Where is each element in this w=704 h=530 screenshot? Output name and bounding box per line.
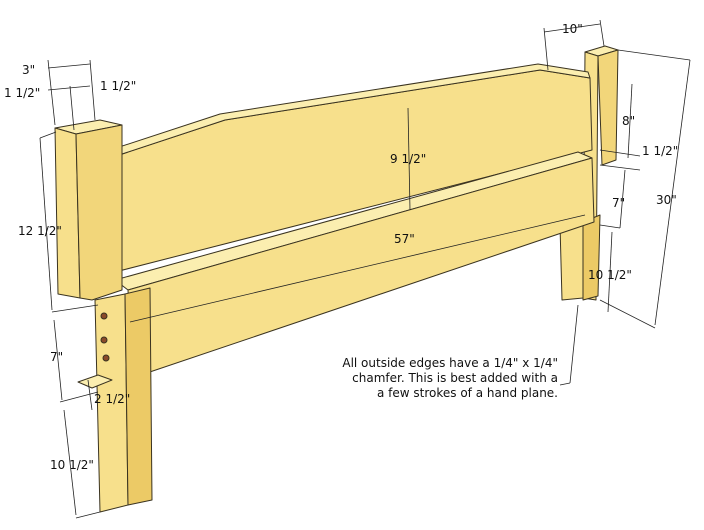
left-post — [54, 119, 153, 513]
dim-rail-height-left: 7" — [50, 350, 64, 364]
dim-panel-height: 9 1/2" — [390, 152, 427, 166]
note-line: a few strokes of a hand plane. — [377, 386, 558, 400]
dim-rail-height-right: 7" — [612, 196, 626, 210]
chamfer-note: All outside edges have a 1/4" x 1/4" cha… — [330, 356, 558, 401]
dim-panel-top-drop: 8" — [622, 114, 636, 128]
dimension-lines — [39, 19, 691, 519]
dowel-hole — [102, 354, 110, 362]
note-line: chamfer. This is best added with a — [352, 371, 558, 385]
dim-overall-height: 30" — [656, 193, 677, 207]
dim-post-half-right: 1 1/2" — [100, 79, 137, 93]
note-line: All outside edges have a 1/4" x 1/4" — [342, 356, 558, 370]
dim-post-half-left: 1 1/2" — [4, 86, 41, 100]
dowel-hole — [100, 312, 108, 320]
dim-post-depth: 10" — [562, 22, 583, 36]
dim-post-upper-left: 12 1/2" — [18, 224, 62, 238]
dim-overall-width: 57" — [394, 232, 415, 246]
dowel-hole — [100, 336, 108, 344]
dim-tenon-depth: 2 1/2" — [94, 392, 131, 406]
dim-leg-right: 10 1/2" — [588, 268, 632, 282]
dim-gap: 1 1/2" — [642, 144, 679, 158]
dim-post-width: 3" — [22, 63, 36, 77]
dim-leg-left: 10 1/2" — [50, 458, 94, 472]
